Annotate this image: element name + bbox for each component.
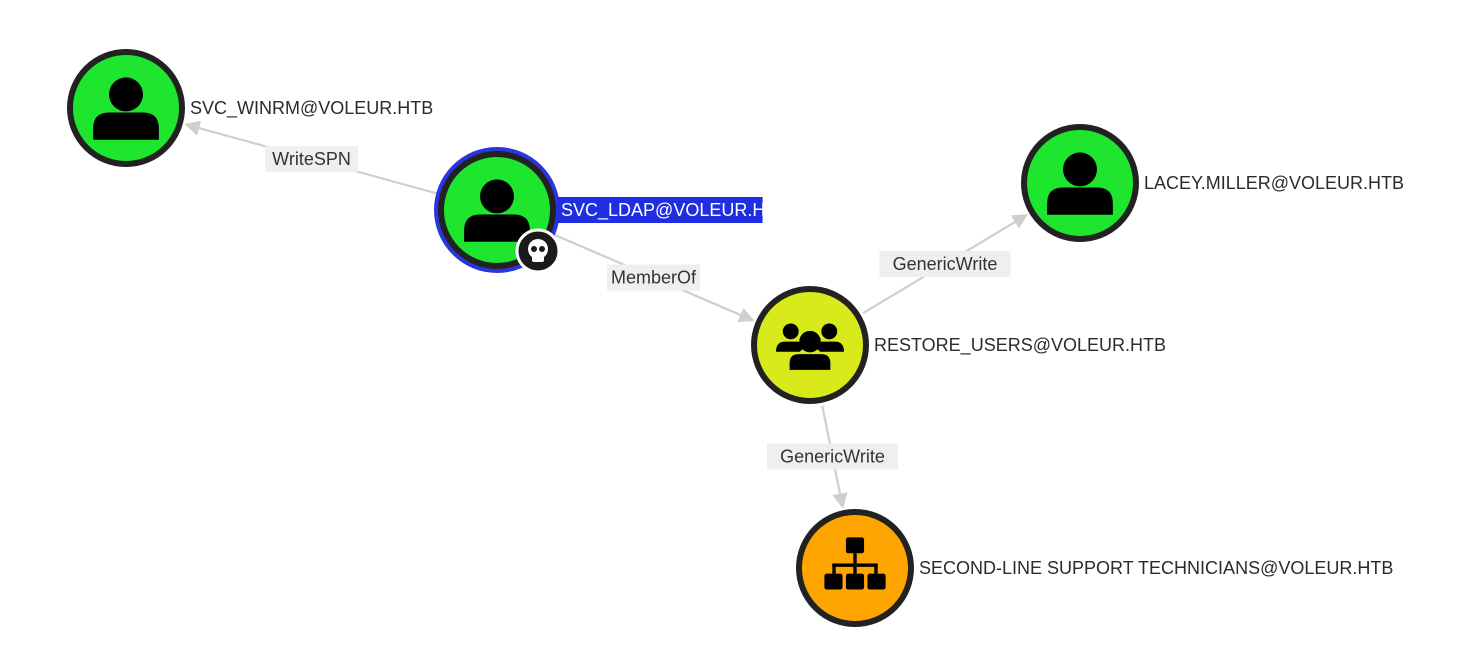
node-label: RESTORE_USERS@VOLEUR.HTB	[874, 335, 1166, 356]
skull-icon	[528, 239, 548, 262]
selected-label-background	[557, 197, 763, 223]
edge-label-background	[265, 146, 358, 172]
edge-restore_users-to-second_line[interactable]: GenericWrite	[766, 405, 899, 509]
node-restore-users[interactable]: RESTORE_USERS@VOLEUR.HTB	[751, 286, 1166, 404]
edge-svc_ldap-to-svc_winrm[interactable]: WriteSPN	[184, 120, 438, 195]
node-svc-ldap[interactable]: SVC_LDAP@VOLEUR.HTB	[434, 147, 788, 274]
node-svc-winrm[interactable]: SVC_WINRM@VOLEUR.HTB	[67, 49, 433, 167]
node-label: LACEY.MILLER@VOLEUR.HTB	[1144, 173, 1404, 193]
nodes-layer: SVC_WINRM@VOLEUR.HTB SVC_LDAP@VOLEUR.HTB L…	[67, 49, 1404, 627]
edge-label-background	[879, 251, 1011, 277]
node-lacey-miller[interactable]: LACEY.MILLER@VOLEUR.HTB	[1021, 124, 1404, 242]
edge-label: MemberOf	[611, 268, 697, 288]
edge-label-background	[607, 264, 700, 291]
edge-label-background	[766, 443, 899, 470]
edge-label: WriteSPN	[272, 149, 351, 169]
node-label: SVC_LDAP@VOLEUR.HTB	[561, 200, 788, 221]
edge-restore_users-to-lacey_miller[interactable]: GenericWrite	[862, 213, 1029, 315]
edge-svc_ldap-to-restore_users[interactable]: MemberOf	[553, 233, 755, 323]
node-second-line[interactable]: SECOND-LINE SUPPORT TECHNICIANS@VOLEUR.H…	[796, 509, 1393, 627]
node-label: SECOND-LINE SUPPORT TECHNICIANS@VOLEUR.H…	[919, 558, 1393, 578]
node-label: SVC_WINRM@VOLEUR.HTB	[190, 98, 433, 119]
edge-label: GenericWrite	[780, 447, 885, 467]
edge-label: GenericWrite	[893, 254, 998, 274]
